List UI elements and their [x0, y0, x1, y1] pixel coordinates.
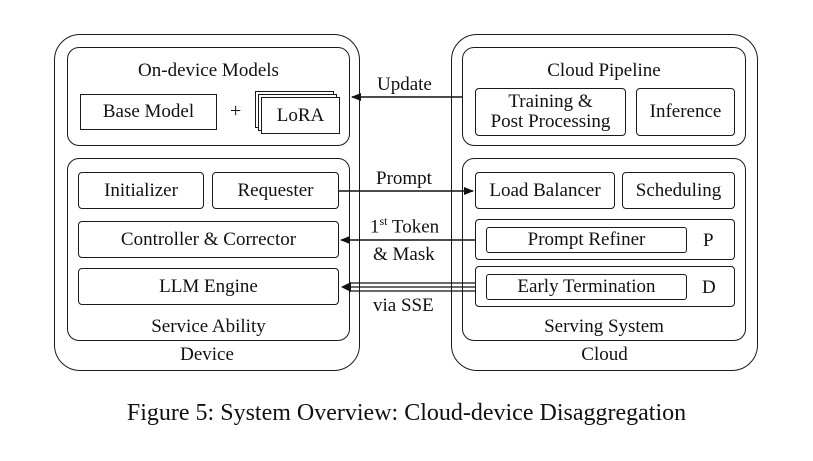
- prompt-label: Prompt: [376, 168, 432, 189]
- device-title: Device: [180, 344, 234, 365]
- sse-arrowhead: [341, 282, 351, 292]
- scheduling-label: Scheduling: [635, 179, 722, 201]
- first-token-num: 1: [370, 216, 380, 238]
- llm-engine-label: LLM Engine: [159, 275, 258, 297]
- via-sse-label: via SSE: [373, 295, 434, 316]
- lora-box: LoRA: [261, 97, 340, 134]
- serving-system-title: Serving System: [544, 316, 664, 337]
- requester-box: Requester: [212, 172, 339, 209]
- load-balancer-box: Load Balancer: [475, 172, 615, 209]
- on-device-models-title: On-device Models: [138, 60, 279, 81]
- update-label: Update: [377, 74, 432, 95]
- initializer-label: Initializer: [104, 179, 178, 201]
- early-termination-box: Early Termination: [486, 274, 687, 300]
- service-ability-title: Service Ability: [151, 316, 266, 337]
- load-balancer-label: Load Balancer: [489, 179, 601, 201]
- prompt-refiner-label: Prompt Refiner: [527, 229, 646, 250]
- first-token-sup: st: [379, 214, 388, 228]
- figure-caption: Figure 5: System Overview: Cloud-device …: [126, 400, 687, 426]
- prompt-refiner-tag: P: [703, 230, 714, 251]
- first-token-label: 1st Token: [370, 215, 439, 236]
- controller-corrector-box: Controller & Corrector: [78, 221, 339, 258]
- early-termination-label: Early Termination: [517, 276, 656, 297]
- inference-box: Inference: [636, 88, 735, 136]
- scheduling-box: Scheduling: [622, 172, 735, 209]
- initializer-box: Initializer: [78, 172, 204, 209]
- controller-corrector-label: Controller & Corrector: [120, 228, 297, 250]
- first-token-rest: Token: [387, 216, 440, 238]
- cloud-pipeline-title: Cloud Pipeline: [547, 60, 661, 81]
- prompt-refiner-box: Prompt Refiner: [486, 227, 687, 253]
- requester-label: Requester: [237, 179, 314, 201]
- training-label-line1: Training &: [508, 91, 593, 113]
- and-mask-label: & Mask: [373, 244, 435, 265]
- early-termination-tag: D: [702, 277, 716, 298]
- training-post-processing-box: Training & Post Processing: [475, 88, 626, 136]
- inference-label: Inference: [649, 101, 722, 122]
- base-model-label: Base Model: [102, 101, 195, 122]
- lora-label: LoRA: [276, 104, 325, 126]
- base-model-box: Base Model: [80, 94, 217, 130]
- plus-sign: +: [230, 100, 242, 122]
- llm-engine-box: LLM Engine: [78, 268, 339, 305]
- cloud-title: Cloud: [581, 344, 628, 365]
- training-label-line2: Post Processing: [490, 111, 611, 132]
